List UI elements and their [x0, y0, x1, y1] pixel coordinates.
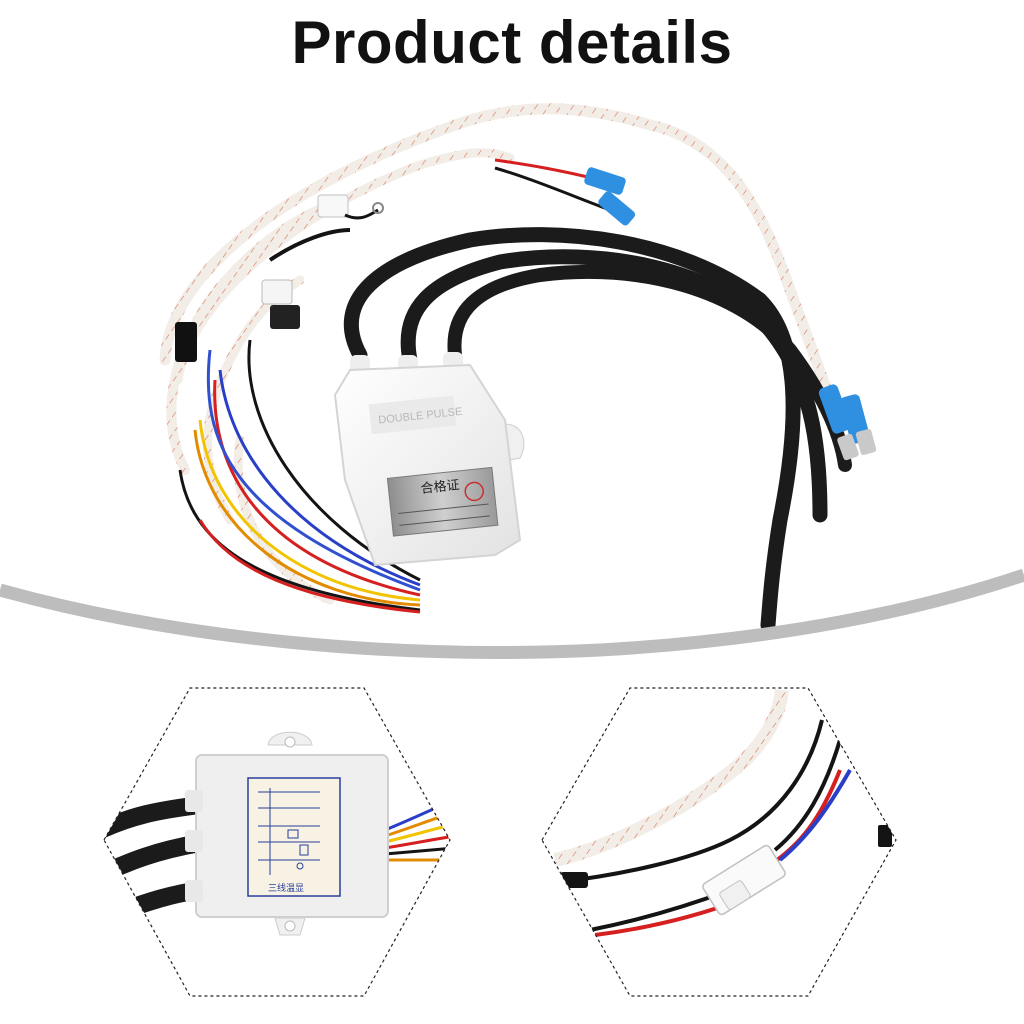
- detail-hexagon-left: 三线温显: [103, 687, 451, 997]
- certificate-text: 合格证: [420, 477, 460, 497]
- blue-terminal-right: [818, 384, 877, 461]
- diagram-footer-text: 三线温显: [268, 882, 304, 894]
- blue-terminal-top: [584, 167, 636, 226]
- ignition-module: DOUBLE PULSE 合格证: [333, 352, 525, 567]
- black-plug: [270, 305, 300, 329]
- black-connector: [175, 322, 197, 362]
- wire-harness: [159, 103, 877, 633]
- white-connector: [261, 279, 293, 305]
- divider-arc: [0, 568, 1024, 659]
- certificate-label: 合格证: [386, 466, 499, 537]
- hexagon-frame-right: [541, 687, 897, 997]
- detail-hexagon-right: [541, 687, 897, 997]
- white-plug: [317, 194, 349, 218]
- page-title: Product details: [291, 9, 733, 76]
- white-connector-detail: [702, 844, 786, 916]
- wiring-diagram-label: 三线温显: [247, 777, 341, 897]
- ring-terminal: [372, 202, 384, 214]
- hexagon-frame-left: [103, 687, 451, 997]
